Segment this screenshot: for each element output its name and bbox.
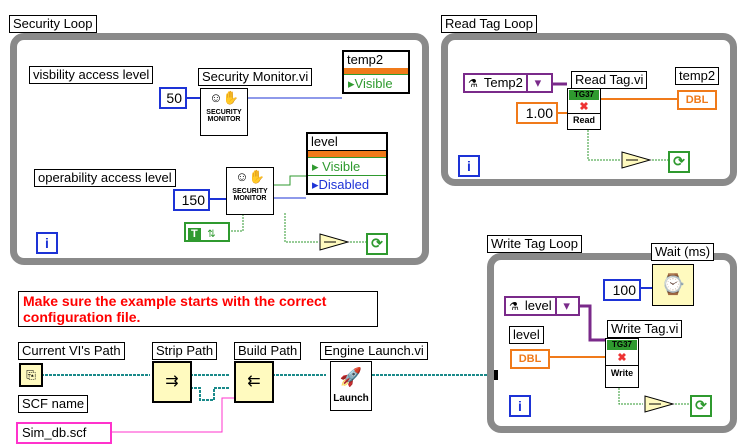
not-function-icon-3[interactable] (643, 395, 677, 413)
write-level-control[interactable]: DBL (510, 349, 550, 369)
not-function-icon[interactable] (318, 233, 352, 251)
read-loop-stop-icon[interactable]: ⟳ (668, 151, 690, 173)
write-icon-text: Write (606, 365, 638, 380)
rocket-icon: 🚀 (339, 367, 363, 387)
read-tag-loop (441, 33, 737, 186)
read-temp2-label: temp2 (675, 67, 720, 85)
temp2-visible-item: ▸Visible (344, 74, 408, 92)
write-level-label: level (509, 326, 544, 344)
read-tag-badge: TG37 (569, 90, 599, 100)
security-monitor-icon-text-2: SECURITY MONITOR (232, 188, 268, 202)
write-tag-vi-label: Write Tag.vi (607, 320, 683, 338)
wait-ms-label: Wait (ms) (651, 243, 715, 261)
operability-access-level-label: operability access level (34, 169, 176, 187)
strip-path-label: Strip Path (152, 342, 218, 360)
temp2-indicator-label: temp2 (347, 52, 384, 67)
build-path-label: Build Path (234, 342, 302, 360)
configuration-note: Make sure the example starts with the co… (18, 291, 378, 327)
visibility-access-level-label: visbility access level (29, 66, 154, 84)
security-loop-title: Security Loop (9, 15, 97, 33)
build-path-icon[interactable]: ⇇ (234, 361, 274, 403)
level-indicator[interactable]: level ▸ Visible ▸Disabled (306, 132, 388, 195)
security-loop (10, 33, 429, 265)
write-tag-selector[interactable]: ⚗level▾ (504, 296, 580, 316)
mask-glove-icon: ☺✋ (209, 90, 239, 105)
security-monitor-icon-2[interactable]: ☺✋ SECURITY MONITOR (226, 167, 274, 215)
read-tag-selector[interactable]: ⚗Temp2▾ (463, 73, 553, 93)
level-indicator-bar (308, 151, 386, 157)
visibility-access-level-constant[interactable]: 50 (159, 87, 187, 109)
temp2-indicator-bar (344, 68, 408, 74)
wait-timer-icon[interactable]: ⌚ (652, 264, 694, 306)
engine-launch-icon-text: Launch (333, 393, 369, 404)
scf-name-constant[interactable]: Sim_db.scf (16, 422, 112, 444)
write-x-icon: ✖ (617, 352, 627, 364)
engine-launch-icon[interactable]: 🚀 Launch (330, 361, 372, 411)
engine-launch-label: Engine Launch.vi (320, 342, 428, 360)
read-loop-iteration-icon: i (458, 155, 480, 177)
scf-name-label: SCF name (18, 395, 89, 413)
wait-ms-constant[interactable]: 100 (603, 279, 641, 301)
current-vi-path-label: Current VI's Path (18, 342, 125, 360)
temp2-visibility-indicator[interactable]: temp2 ▸Visible (342, 50, 410, 94)
security-monitor-icon-text: SECURITY MONITOR (206, 109, 242, 123)
not-function-icon-2[interactable] (620, 151, 654, 169)
write-tag-badge: TG37 (607, 340, 637, 350)
write-loop-stop-icon[interactable]: ⟳ (690, 395, 712, 417)
read-temp2-indicator[interactable]: DBL (677, 90, 717, 110)
current-vi-path-icon[interactable]: ⎘ (19, 363, 43, 387)
security-monitor-label: Security Monitor.vi (198, 68, 313, 86)
dropdown-arrow-icon-2[interactable]: ▾ (554, 298, 577, 314)
tag-glyph-2: ⚗ (509, 301, 519, 313)
level-visible-item: ▸ Visible (308, 157, 386, 175)
boolean-toggle-icon: ⇅ (207, 229, 216, 240)
level-indicator-label: level (308, 134, 386, 151)
mask-glove-icon-2: ☺✋ (235, 169, 265, 184)
read-icon-text: Read (568, 113, 600, 126)
level-disabled-item: ▸Disabled (308, 175, 386, 193)
operability-access-level-constant[interactable]: 150 (173, 189, 210, 211)
write-tag-loop-title: Write Tag Loop (487, 235, 582, 253)
write-tag-vi-icon[interactable]: TG37 ✖ Write (605, 338, 639, 388)
write-tag-loop (487, 253, 737, 433)
read-timeout-constant[interactable]: 1.00 (516, 102, 558, 124)
security-monitor-icon[interactable]: ☺✋ SECURITY MONITOR (200, 88, 248, 136)
write-loop-iteration-icon: i (509, 395, 531, 417)
tag-glyph: ⚗ (468, 78, 478, 90)
read-tag-vi-icon[interactable]: TG37 ✖ Read (567, 88, 601, 130)
security-loop-stop-icon[interactable]: ⟳ (366, 233, 388, 255)
dropdown-arrow-icon[interactable]: ▾ (525, 75, 548, 91)
read-x-icon: ✖ (579, 101, 589, 113)
boolean-true-constant[interactable]: T ⇅ (184, 222, 230, 242)
strip-path-icon[interactable]: ⇉ (152, 361, 192, 403)
read-tag-loop-title: Read Tag Loop (441, 15, 537, 33)
read-tag-vi-label: Read Tag.vi (571, 71, 648, 89)
security-loop-iteration-icon: i (36, 232, 58, 254)
